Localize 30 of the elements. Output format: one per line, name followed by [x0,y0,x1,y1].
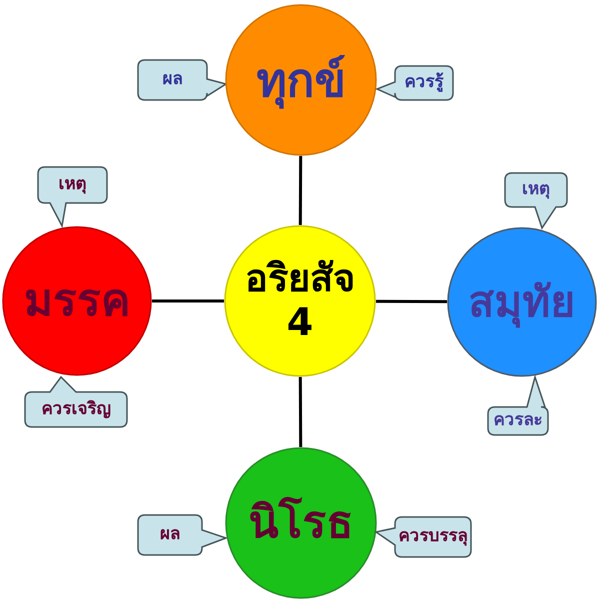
callout-text: ควรละ [494,411,542,431]
node-label: นิโรธ [248,498,354,548]
callout-text: ควรรู้ [404,73,444,93]
node-label: สมุทัย [468,278,576,326]
circle-node [224,225,376,377]
callout-text: เหตุ [522,180,550,200]
speech-bubble [25,377,127,427]
connector-line [152,300,224,302]
node-label: มรรค [24,276,130,326]
circle-node [225,4,377,156]
connector-line [376,300,447,304]
circle-node [225,447,377,599]
connector-line [298,156,302,225]
callout-text: เหตุ [58,175,86,195]
circle-node [447,227,597,377]
speech-bubble [138,60,226,100]
speech-bubble [377,66,453,100]
circle-node [2,226,152,376]
callout-text: ผล [162,70,182,90]
callout-text: ผล [160,525,180,545]
node-label: อริยสัจ 4 [244,257,356,345]
speech-bubble [376,517,471,557]
speech-bubble [138,515,226,555]
speech-bubble [38,167,107,226]
speech-bubble [488,377,548,435]
connector-line [298,376,302,448]
callout-text: ควรบรรลุ [398,527,468,547]
speech-bubble [505,173,567,228]
node-label: ทุกข์ [256,54,346,106]
callout-text: ควรเจริญ [42,400,110,420]
